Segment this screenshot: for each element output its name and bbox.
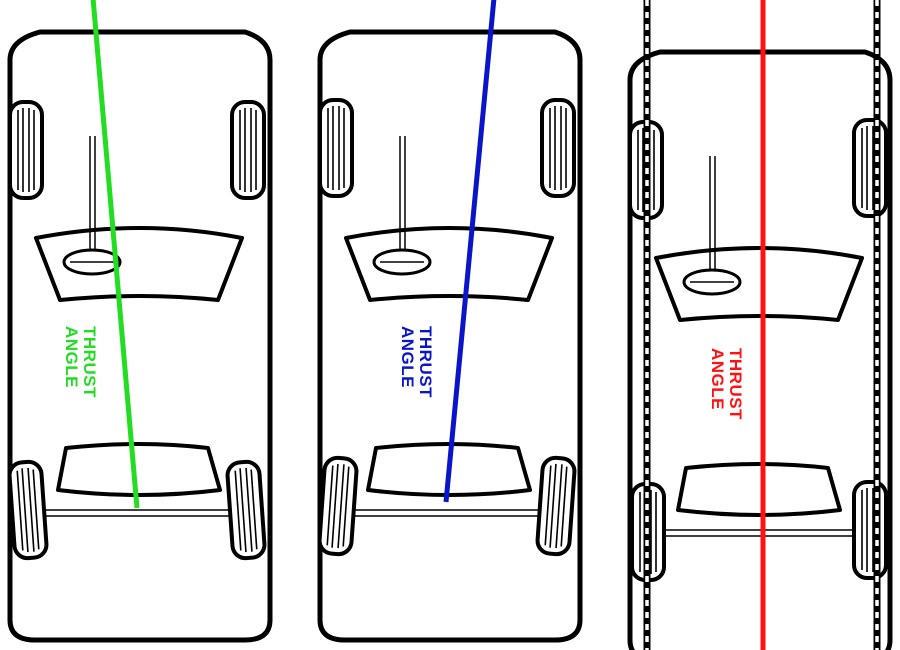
car-1-thrust-label: THRUST ANGLE (62, 326, 99, 398)
car-1-label-line1: THRUST (80, 326, 99, 398)
car-2-front-right-tire (540, 98, 576, 198)
car-2-thrust-line (443, 0, 497, 503)
car-3-thrust-label: THRUST ANGLE (708, 348, 745, 420)
car-2-label-line2: ANGLE (398, 326, 417, 388)
car-1-top-view: THRUST ANGLE (6, 0, 270, 640)
car-2-rear-left-tire (316, 455, 360, 557)
car-1-front-left-tire (8, 100, 44, 200)
car-3-label-line2: ANGLE (708, 348, 727, 410)
car-3-body (630, 52, 890, 650)
car-1-label-line2: ANGLE (62, 326, 81, 388)
car-3-front-right-tire (852, 118, 888, 218)
car-2-label-line1: THRUST (416, 326, 435, 398)
car-1-rear-right-tire (224, 459, 268, 561)
car-1-rear-left-tire (6, 459, 50, 561)
car-2-front-left-tire (318, 98, 354, 198)
reference-track-lines (643, 0, 881, 650)
car-1-front-right-tire (230, 100, 266, 200)
car-1-thrust-line (90, 0, 140, 509)
car-2-thrust-label: THRUST ANGLE (398, 326, 435, 398)
car-3-label-line1: THRUST (726, 348, 745, 420)
car-2-rear-right-tire (534, 455, 578, 557)
car-3-rear-right-tire (852, 480, 888, 580)
car-2-top-view: THRUST ANGLE (316, 0, 580, 640)
car-3-top-view: THRUST ANGLE (630, 0, 890, 650)
